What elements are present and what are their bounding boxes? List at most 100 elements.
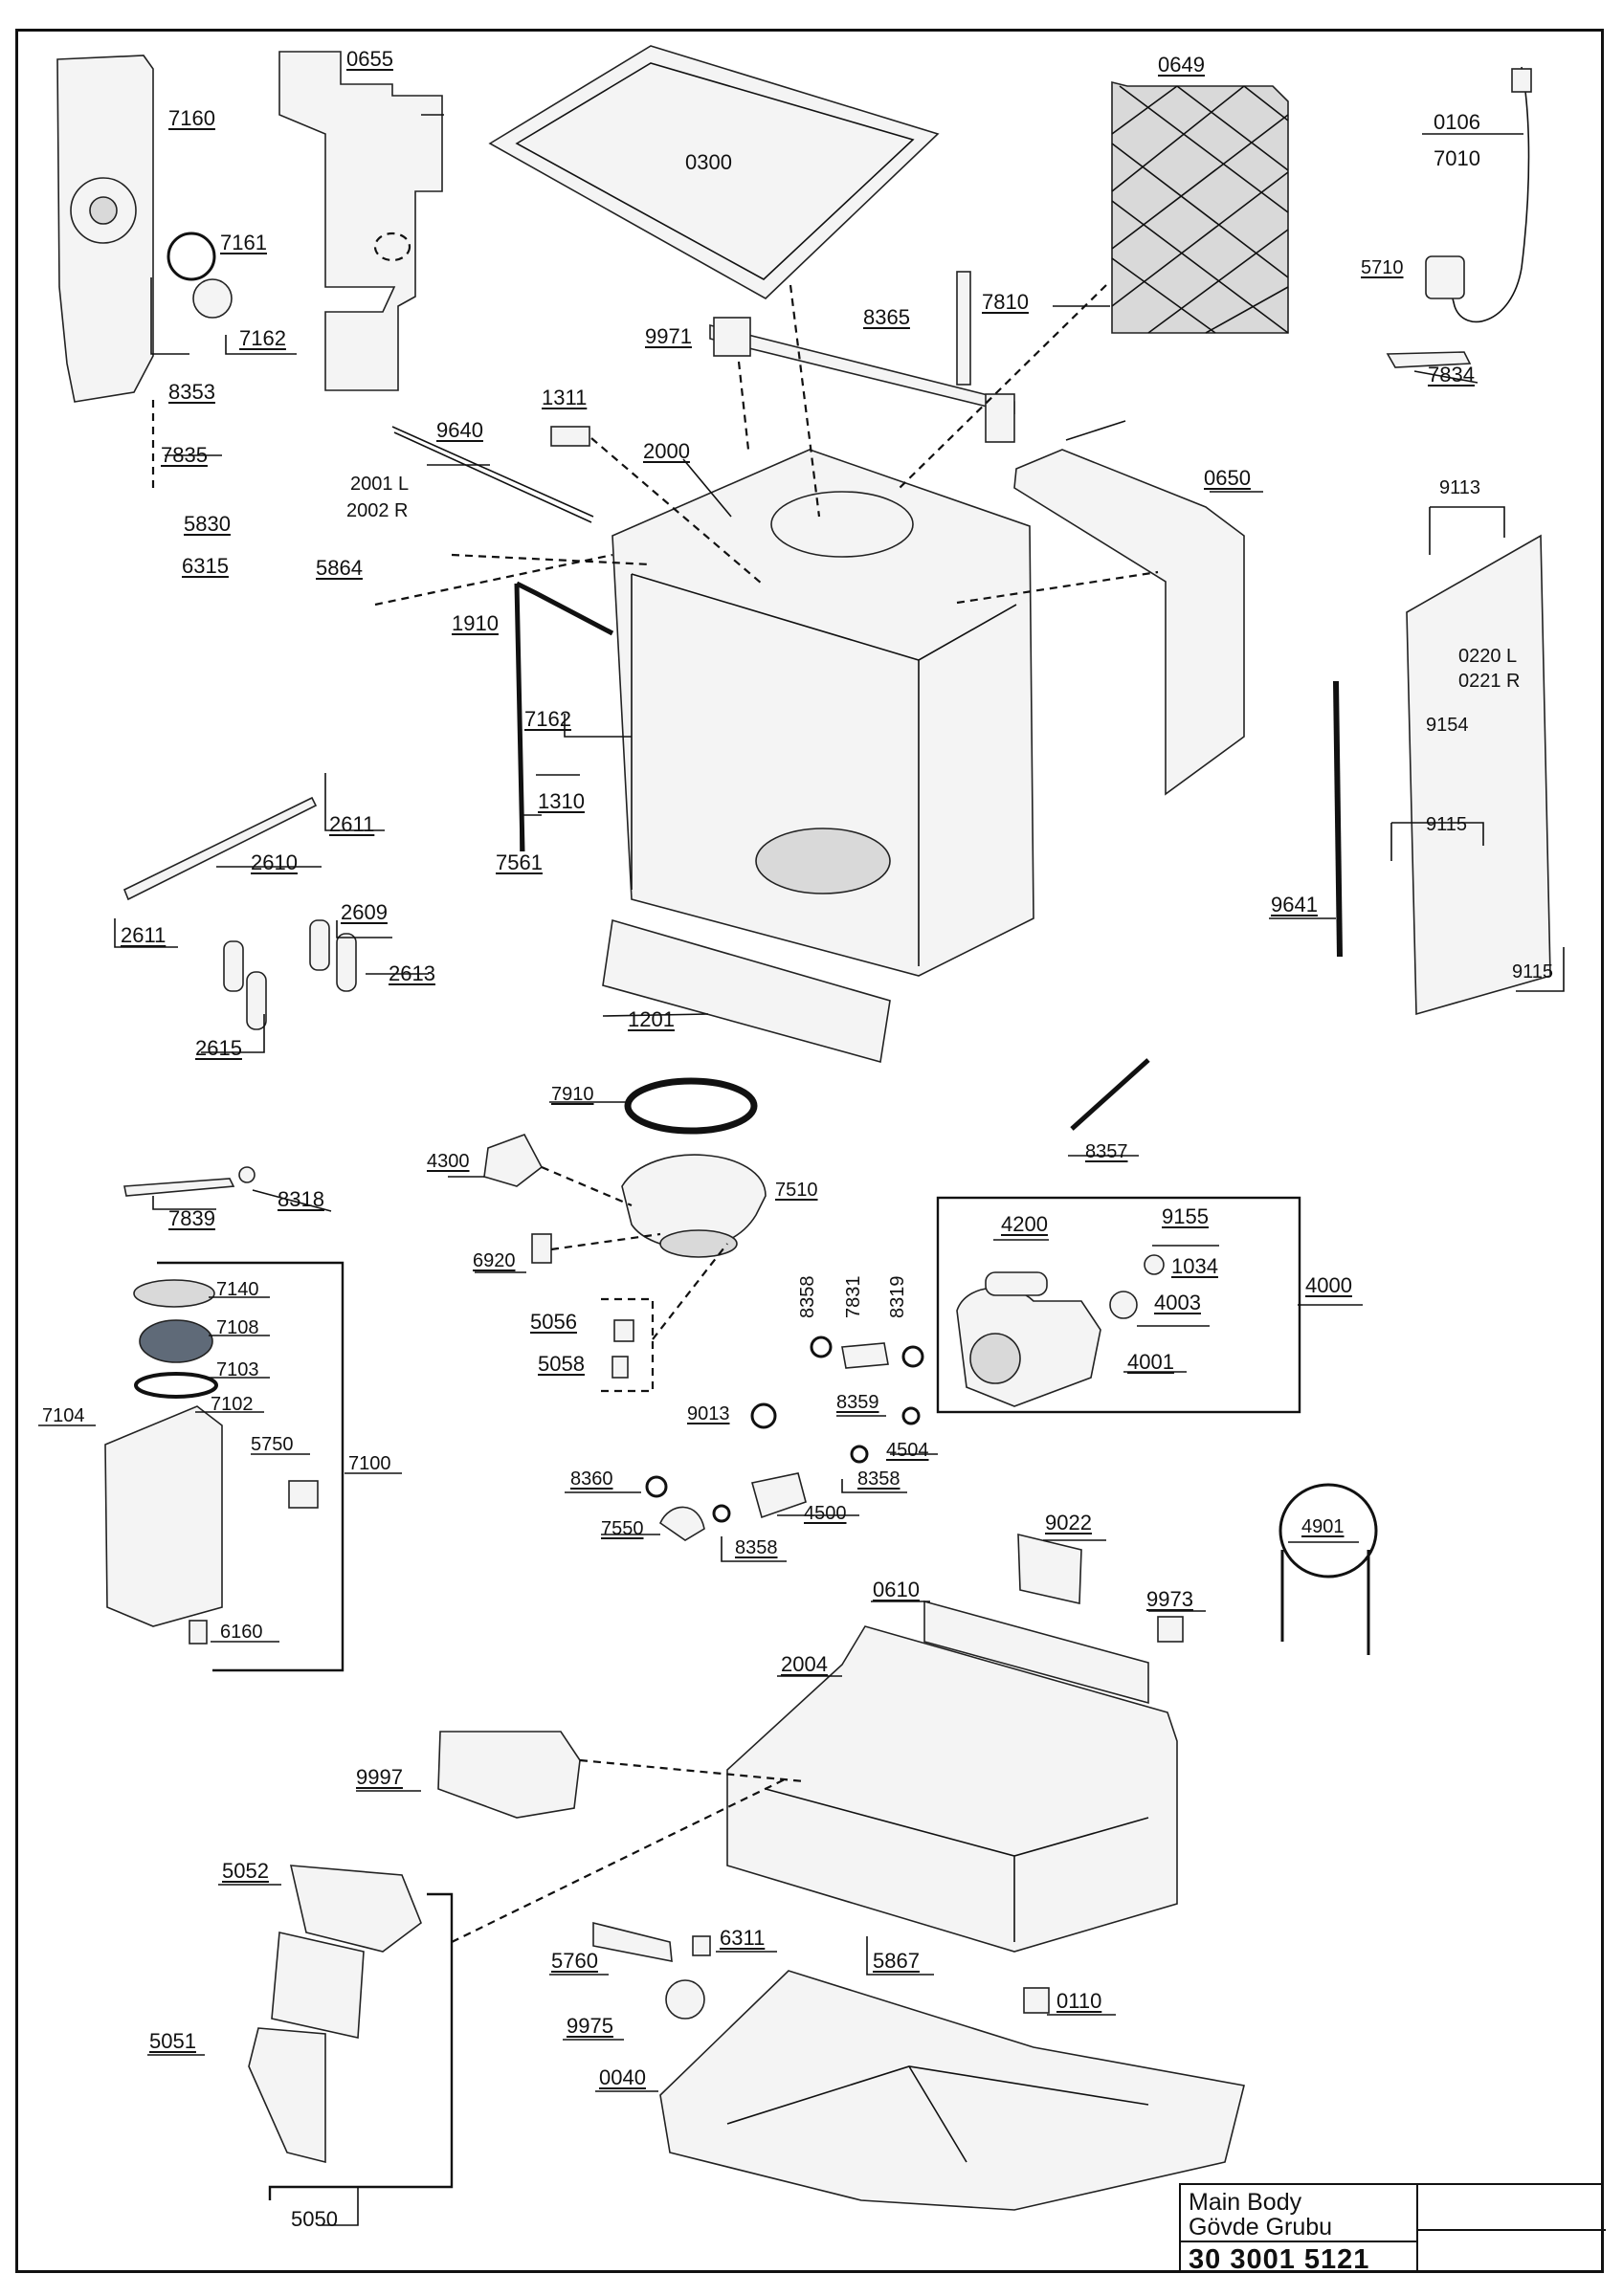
label-9973: 9973 (1146, 1587, 1193, 1611)
part-4901-cable (1278, 1483, 1378, 1578)
label-2613: 2613 (389, 961, 435, 985)
title-name-english: Main Body (1189, 2189, 1302, 2216)
label-0110: 0110 (1056, 1989, 1102, 2013)
label-4500: 4500 (804, 1503, 847, 1524)
part-9975 (665, 1979, 705, 2020)
label-9641: 9641 (1271, 893, 1318, 916)
label-6311: 6311 (720, 1926, 766, 1950)
label-7162-top: 7162 (239, 326, 286, 350)
part-2004-frame (726, 1625, 1178, 1953)
part-7103 (134, 1372, 218, 1399)
drawing-code: 30 3001 5121 (1189, 2244, 1370, 2275)
title-divider (1181, 2241, 1418, 2242)
label-9115-mid: 9115 (1426, 814, 1468, 835)
label-8318: 8318 (278, 1187, 324, 1211)
part-2609-hinge (223, 940, 244, 992)
label-1910: 1910 (452, 611, 499, 635)
label-7510: 7510 (775, 1180, 818, 1201)
group-5056-5058-bracket (601, 1297, 655, 1393)
part-2000-tub (611, 449, 1034, 977)
label-9115-low: 9115 (1512, 961, 1554, 982)
label-2611-top: 2611 (329, 812, 375, 836)
part-6920 (531, 1233, 552, 1264)
label-9013: 9013 (687, 1403, 730, 1424)
part-7102-tank (104, 1405, 223, 1627)
part-0650-insulation (1013, 449, 1245, 796)
label-5050: 5050 (291, 2207, 338, 2231)
label-6920: 6920 (473, 1250, 516, 1271)
part-5052 (289, 1865, 422, 1953)
part-6311 (692, 1935, 711, 1956)
label-1201: 1201 (628, 1007, 675, 1031)
part-7550-hose (658, 1506, 705, 1541)
part-0040-base (659, 1970, 1245, 2211)
label-7162-mid: 7162 (524, 707, 571, 731)
part-5760 (592, 1921, 673, 1962)
label-0220-L: 0220 L (1458, 646, 1518, 667)
label-4300: 4300 (427, 1151, 470, 1172)
part-0220-side-panel (1406, 534, 1551, 1016)
label-1311: 1311 (542, 386, 588, 409)
label-7140: 7140 (216, 1279, 259, 1300)
label-7810: 7810 (982, 290, 1029, 314)
part-7162-disc (192, 278, 233, 319)
label-8358-right: 8358 (857, 1468, 900, 1490)
label-8357: 8357 (1085, 1141, 1128, 1162)
label-7102: 7102 (211, 1394, 254, 1415)
label-5051: 5051 (149, 2029, 196, 2053)
label-7100: 7100 (348, 1453, 391, 1474)
label-4000: 4000 (1305, 1273, 1352, 1297)
label-8353: 8353 (168, 380, 215, 404)
part-1201-base (602, 918, 891, 1064)
label-2610: 2610 (251, 850, 298, 874)
part-0655-insulation (278, 51, 443, 391)
label-5056: 5056 (530, 1310, 577, 1334)
label-0610: 0610 (873, 1578, 920, 1601)
part-0300-top-panel (488, 45, 940, 299)
part-9973 (1157, 1616, 1184, 1643)
label-8359: 8359 (836, 1392, 879, 1413)
title-block-main-cell: Main Body Gövde Grubu 30 3001 5121 (1181, 2185, 1418, 2275)
label-4504: 4504 (886, 1440, 929, 1461)
label-0300: 0300 (685, 150, 732, 174)
label-7550: 7550 (601, 1518, 644, 1539)
label-2615: 2615 (195, 1036, 242, 1060)
label-4001: 4001 (1127, 1350, 1174, 1374)
label-2611-left: 2611 (121, 923, 167, 947)
part-7140 (133, 1279, 215, 1308)
label-9154: 9154 (1426, 715, 1469, 736)
title-block: Main Body Gövde Grubu 30 3001 5121 (1179, 2183, 1606, 2275)
label-9640: 9640 (436, 418, 483, 442)
label-1310: 1310 (538, 789, 585, 813)
part-9013-clamp (750, 1402, 777, 1429)
part-7108 (139, 1319, 213, 1363)
part-7161-ring (167, 232, 216, 281)
label-4200: 4200 (1001, 1212, 1048, 1236)
label-7108: 7108 (216, 1317, 259, 1338)
label-2002-R: 2002 R (346, 500, 409, 521)
label-2609: 2609 (341, 900, 388, 924)
part-5750 (288, 1480, 319, 1509)
label-9113: 9113 (1439, 477, 1481, 498)
label-8360: 8360 (570, 1468, 613, 1490)
label-7831: 7831 (843, 1275, 864, 1319)
part-0106-hose (1444, 66, 1530, 323)
label-2001-L: 2001 L (350, 474, 410, 495)
label-4901: 4901 (1301, 1516, 1345, 1537)
label-8365: 8365 (863, 305, 910, 329)
part-7810-tube (956, 271, 971, 386)
label-6160: 6160 (220, 1622, 263, 1643)
label-5052: 5052 (222, 1859, 269, 1883)
leader-lines (38, 114, 1565, 2226)
part-4300 (483, 1134, 544, 1187)
group-5050-bracket (268, 1892, 454, 2200)
label-5864: 5864 (316, 556, 363, 580)
part-6160 (189, 1620, 208, 1645)
part-4200-capacitor (985, 1271, 1048, 1296)
label-7910: 7910 (551, 1084, 594, 1105)
label-5710: 5710 (1361, 257, 1404, 278)
part-9997 (437, 1731, 581, 1819)
part-4003 (1109, 1291, 1138, 1319)
